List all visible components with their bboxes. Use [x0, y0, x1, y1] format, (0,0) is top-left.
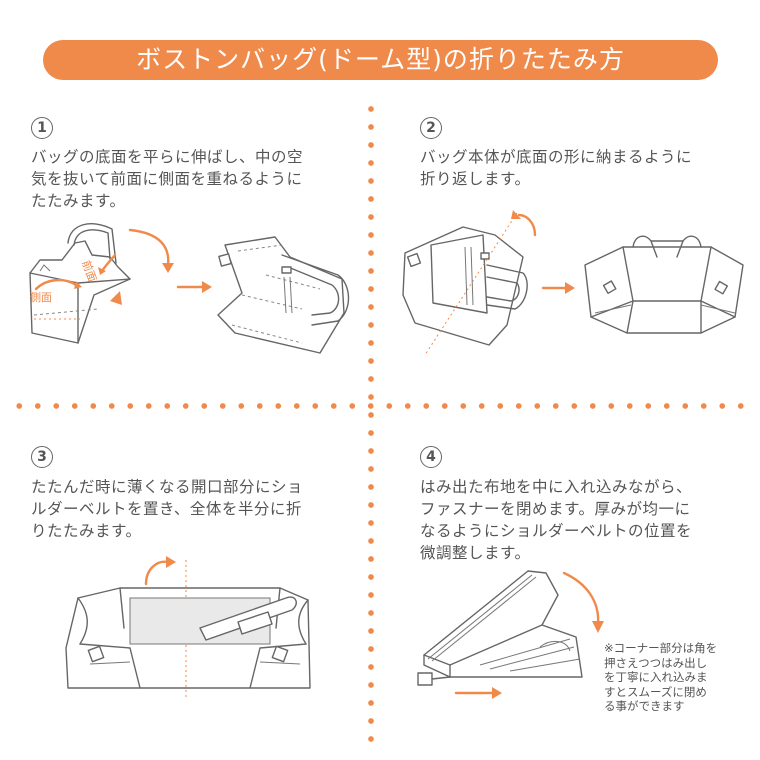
step-4-illustration: [417, 570, 604, 699]
step-4-text: はみ出た布地を中に入れ込みながら、 ファスナーを閉めます。厚みが均一に なるよう…: [420, 478, 693, 562]
step-1-number: 1: [31, 117, 53, 139]
horizontal-divider: [10, 402, 750, 410]
step-1-text: バッグの底面を平らに伸ばし、中の空 気を抜いて前面に側面を重ねるように たたみま…: [31, 148, 304, 210]
side-label: 側面: [30, 291, 52, 304]
step-2-illustration: [402, 210, 744, 356]
page-title: ボストンバッグ(ドーム型)の折りたたみ方: [43, 40, 718, 80]
vertical-divider: [367, 100, 375, 750]
step-1-illustration: 前面 側面: [29, 223, 350, 354]
front-label: 前面: [79, 258, 100, 283]
step-3-illustration: [65, 556, 311, 698]
step-3-text: たたんだ時に薄くなる開口部分にショ ルダーベルトを置き、全体を半分に折 りたたみ…: [31, 478, 304, 540]
step-4-number: 4: [420, 446, 442, 468]
corner-note: ※コーナー部分は角を 押さえつつはみ出し を丁寧に入れ込みま すとスムーズに閉め…: [604, 641, 718, 713]
step-3-number: 3: [31, 446, 53, 468]
step-2-number: 2: [420, 117, 442, 139]
step-2-text: バッグ本体が底面の形に納まるように 折り返します。: [420, 148, 693, 188]
